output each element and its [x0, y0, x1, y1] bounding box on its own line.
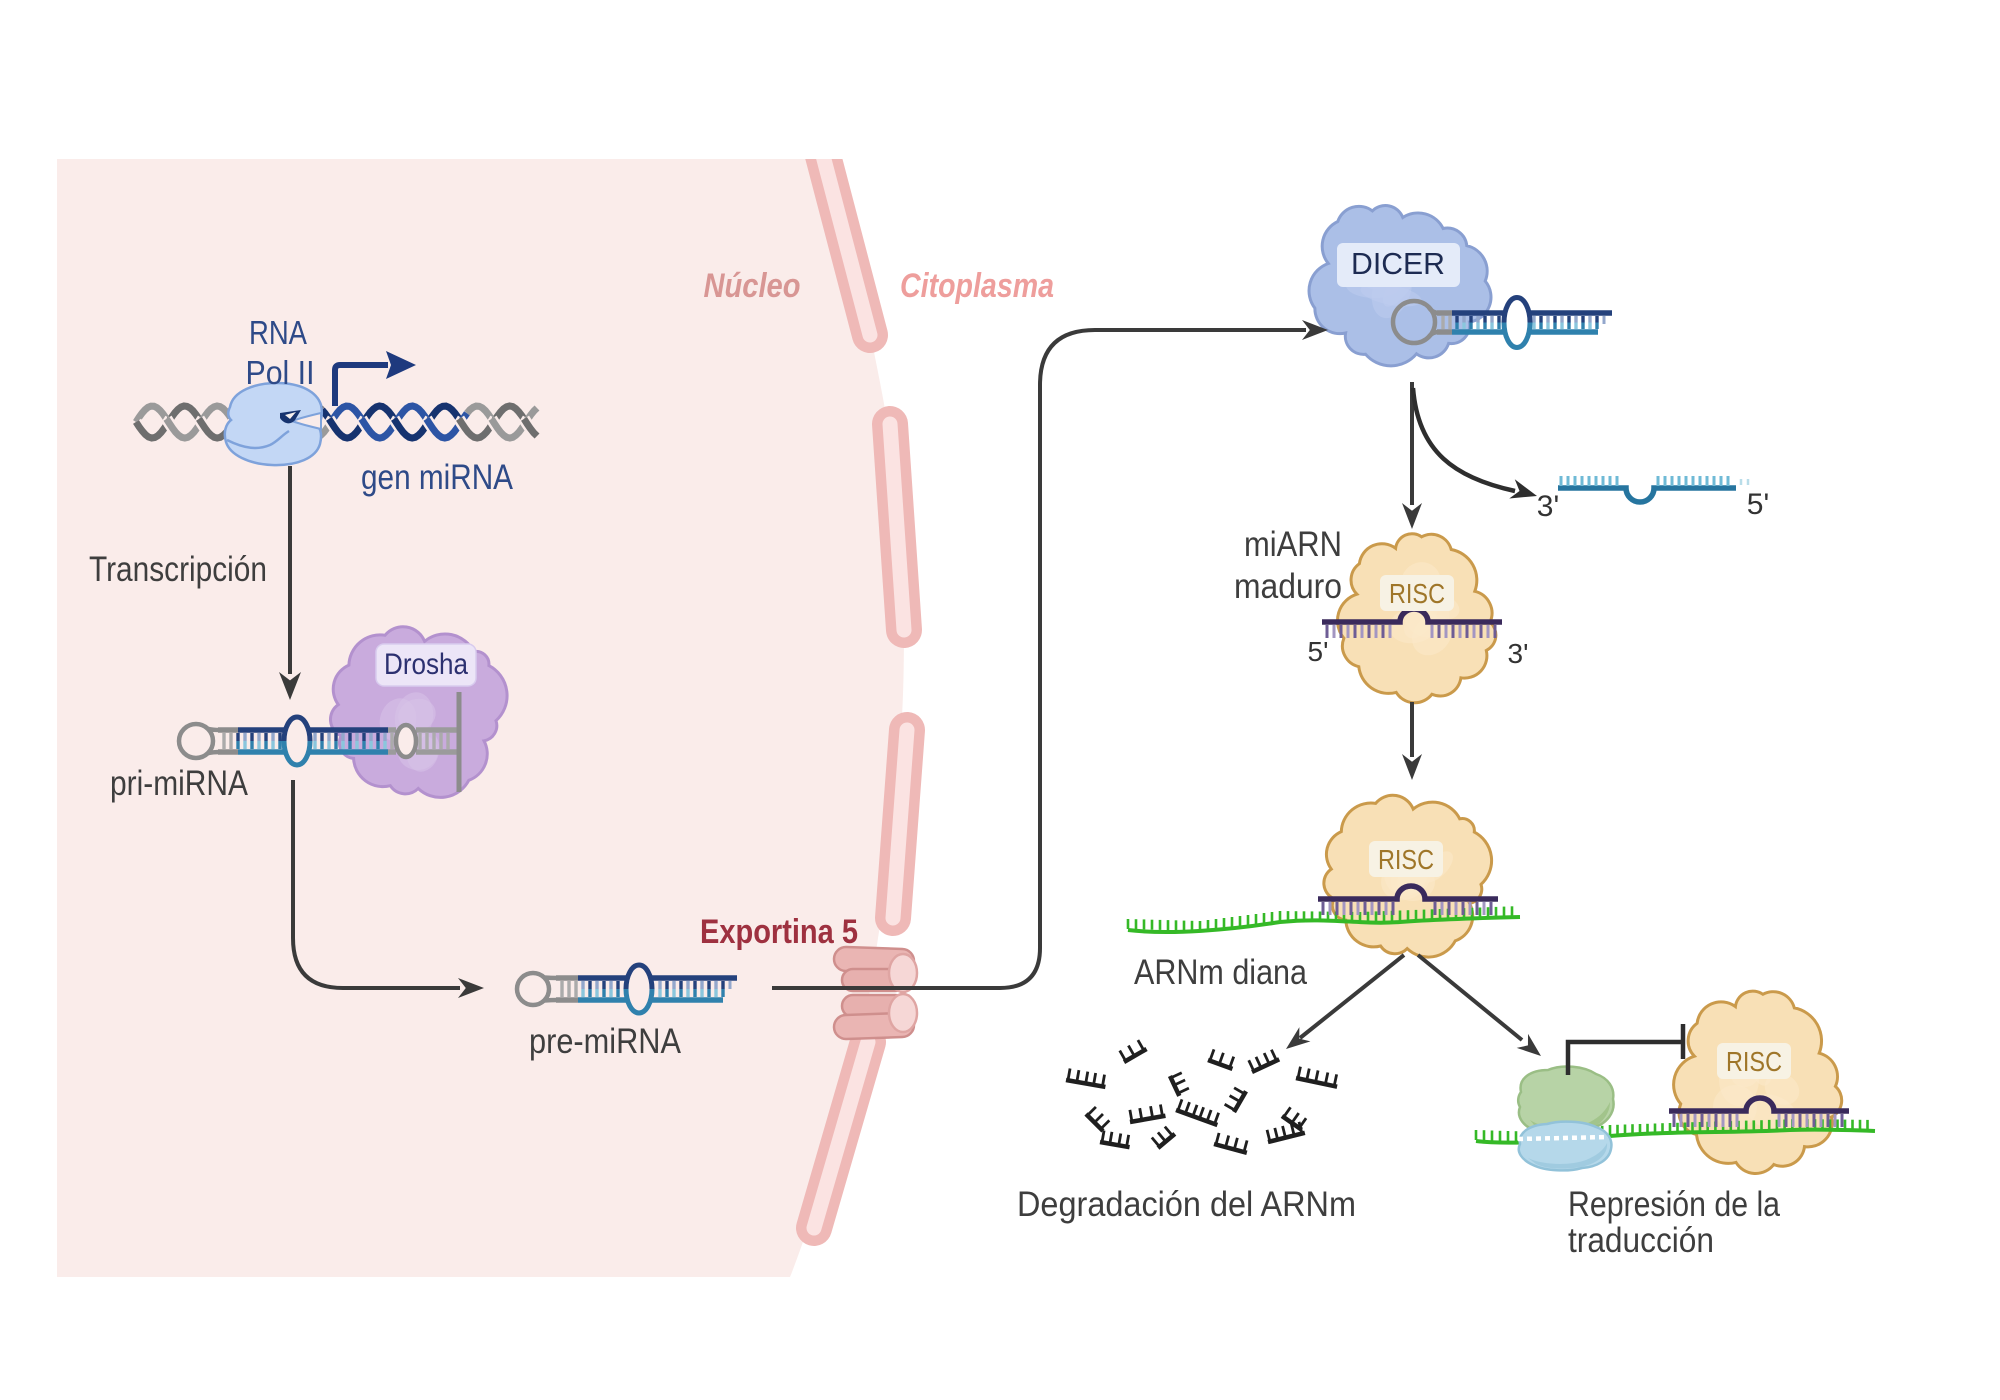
svg-text:Núcleo: Núcleo: [704, 267, 801, 305]
svg-text:3': 3': [1537, 490, 1559, 523]
svg-text:5': 5': [1747, 488, 1769, 521]
svg-text:Represión de la: Represión de la: [1568, 1185, 1780, 1224]
svg-text:pre-miRNA: pre-miRNA: [529, 1022, 682, 1061]
svg-text:5': 5': [1308, 636, 1329, 667]
svg-text:Exportina 5: Exportina 5: [700, 913, 858, 951]
svg-text:maduro: maduro: [1234, 567, 1342, 606]
svg-text:Degradación del ARNm: Degradación del ARNm: [1017, 1185, 1356, 1224]
svg-text:Drosha: Drosha: [384, 648, 468, 681]
svg-text:gen miRNA: gen miRNA: [361, 458, 514, 497]
svg-text:Citoplasma: Citoplasma: [900, 267, 1054, 305]
svg-text:Pol II: Pol II: [246, 354, 315, 391]
svg-text:pri-miRNA: pri-miRNA: [110, 764, 249, 803]
svg-text:Transcripción: Transcripción: [89, 550, 267, 589]
svg-text:3': 3': [1508, 638, 1529, 669]
svg-text:RISC: RISC: [1726, 1046, 1782, 1077]
svg-text:miARN: miARN: [1244, 525, 1342, 564]
svg-text:ARNm diana: ARNm diana: [1134, 953, 1307, 992]
svg-text:RNA: RNA: [249, 314, 307, 351]
svg-text:RISC: RISC: [1389, 578, 1445, 609]
svg-text:RISC: RISC: [1378, 844, 1434, 875]
svg-text:DICER: DICER: [1351, 246, 1445, 281]
svg-text:traducción: traducción: [1568, 1221, 1714, 1260]
